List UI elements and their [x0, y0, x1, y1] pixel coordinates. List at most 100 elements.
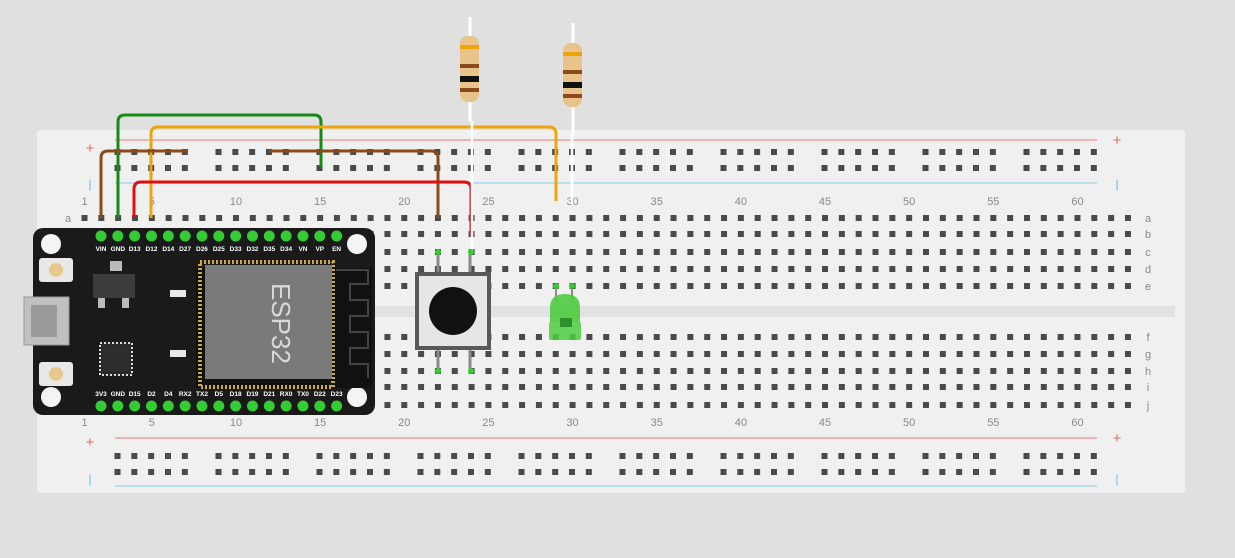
rail-hole[interactable] — [114, 469, 121, 475]
breadboard-hole[interactable] — [1057, 384, 1064, 390]
breadboard-hole[interactable] — [838, 283, 845, 289]
breadboard-hole[interactable] — [805, 402, 812, 408]
rail-hole[interactable] — [619, 149, 626, 155]
rail-hole[interactable] — [181, 453, 188, 459]
resistor-2[interactable] — [563, 23, 582, 204]
rail-hole[interactable] — [787, 453, 794, 459]
breadboard-hole[interactable] — [569, 402, 576, 408]
breadboard-hole[interactable] — [805, 368, 812, 374]
breadboard-hole[interactable] — [889, 351, 896, 357]
breadboard-hole[interactable] — [721, 351, 728, 357]
breadboard-hole[interactable] — [451, 266, 458, 272]
breadboard-hole[interactable] — [889, 384, 896, 390]
rail-hole[interactable] — [451, 149, 458, 155]
breadboard-hole[interactable] — [838, 351, 845, 357]
rail-hole[interactable] — [265, 165, 272, 171]
breadboard-hole[interactable] — [906, 266, 913, 272]
breadboard-hole[interactable] — [838, 334, 845, 340]
rail-hole[interactable] — [754, 453, 761, 459]
breadboard-hole[interactable] — [1091, 231, 1098, 237]
breadboard-hole[interactable] — [586, 215, 593, 221]
breadboard-hole[interactable] — [771, 215, 778, 221]
esp32-pin[interactable] — [314, 400, 326, 412]
breadboard-hole[interactable] — [620, 402, 627, 408]
rail-hole[interactable] — [1090, 469, 1097, 475]
breadboard-hole[interactable] — [670, 266, 677, 272]
breadboard-hole[interactable] — [973, 368, 980, 374]
boot-button[interactable] — [39, 258, 73, 282]
breadboard-hole[interactable] — [620, 231, 627, 237]
breadboard-hole[interactable] — [401, 283, 408, 289]
breadboard-hole[interactable] — [535, 283, 542, 289]
rail-hole[interactable] — [939, 165, 946, 171]
breadboard-hole[interactable] — [788, 384, 795, 390]
breadboard-hole[interactable] — [670, 368, 677, 374]
breadboard-hole[interactable] — [771, 334, 778, 340]
breadboard-hole[interactable] — [939, 231, 946, 237]
rail-hole[interactable] — [282, 469, 289, 475]
breadboard-hole[interactable] — [889, 368, 896, 374]
breadboard-hole[interactable] — [822, 266, 829, 272]
breadboard-hole[interactable] — [384, 368, 391, 374]
rail-hole[interactable] — [636, 165, 643, 171]
breadboard-hole[interactable] — [687, 231, 694, 237]
breadboard-hole[interactable] — [485, 368, 492, 374]
breadboard-hole[interactable] — [418, 368, 425, 374]
breadboard-hole[interactable] — [620, 351, 627, 357]
breadboard-hole[interactable] — [771, 249, 778, 255]
breadboard-hole[interactable] — [1108, 283, 1115, 289]
rail-hole[interactable] — [552, 469, 559, 475]
rail-hole[interactable] — [838, 453, 845, 459]
rail-hole[interactable] — [552, 453, 559, 459]
breadboard-hole[interactable] — [636, 249, 643, 255]
breadboard-hole[interactable] — [771, 384, 778, 390]
breadboard-hole[interactable] — [502, 384, 509, 390]
breadboard-hole[interactable] — [468, 266, 475, 272]
breadboard-hole[interactable] — [384, 334, 391, 340]
breadboard-hole[interactable] — [822, 283, 829, 289]
breadboard-hole[interactable] — [1040, 351, 1047, 357]
rail-hole[interactable] — [653, 149, 660, 155]
esp32-pin[interactable] — [314, 230, 326, 242]
rail-hole[interactable] — [1090, 165, 1097, 171]
rail-hole[interactable] — [1023, 453, 1030, 459]
breadboard-hole[interactable] — [872, 249, 879, 255]
rail-hole[interactable] — [148, 469, 155, 475]
breadboard-hole[interactable] — [1074, 249, 1081, 255]
breadboard-hole[interactable] — [1091, 351, 1098, 357]
breadboard-hole[interactable] — [1108, 334, 1115, 340]
breadboard-hole[interactable] — [754, 384, 761, 390]
breadboard-hole[interactable] — [1124, 215, 1131, 221]
esp32-pin[interactable] — [297, 400, 309, 412]
breadboard-hole[interactable] — [1040, 215, 1047, 221]
rail-hole[interactable] — [686, 149, 693, 155]
rail-hole[interactable] — [417, 165, 424, 171]
rail-hole[interactable] — [1057, 453, 1064, 459]
breadboard-hole[interactable] — [502, 351, 509, 357]
rail-hole[interactable] — [653, 453, 660, 459]
breadboard-hole[interactable] — [990, 266, 997, 272]
rail-hole[interactable] — [922, 453, 929, 459]
rail-hole[interactable] — [518, 453, 525, 459]
breadboard-hole[interactable] — [788, 266, 795, 272]
breadboard-hole[interactable] — [704, 215, 711, 221]
breadboard-hole[interactable] — [906, 402, 913, 408]
rail-hole[interactable] — [754, 469, 761, 475]
breadboard-hole[interactable] — [788, 351, 795, 357]
rail-hole[interactable] — [686, 469, 693, 475]
breadboard-hole[interactable] — [586, 334, 593, 340]
breadboard-hole[interactable] — [418, 249, 425, 255]
breadboard-hole[interactable] — [889, 334, 896, 340]
breadboard-hole[interactable] — [586, 351, 593, 357]
rail-hole[interactable] — [972, 453, 979, 459]
breadboard-hole[interactable] — [805, 384, 812, 390]
breadboard-hole[interactable] — [956, 384, 963, 390]
rail-hole[interactable] — [1090, 149, 1097, 155]
breadboard-hole[interactable] — [721, 266, 728, 272]
breadboard-hole[interactable] — [451, 368, 458, 374]
breadboard-hole[interactable] — [653, 334, 660, 340]
breadboard-hole[interactable] — [653, 351, 660, 357]
breadboard-hole[interactable] — [586, 368, 593, 374]
breadboard-hole[interactable] — [636, 351, 643, 357]
breadboard-hole[interactable] — [838, 368, 845, 374]
